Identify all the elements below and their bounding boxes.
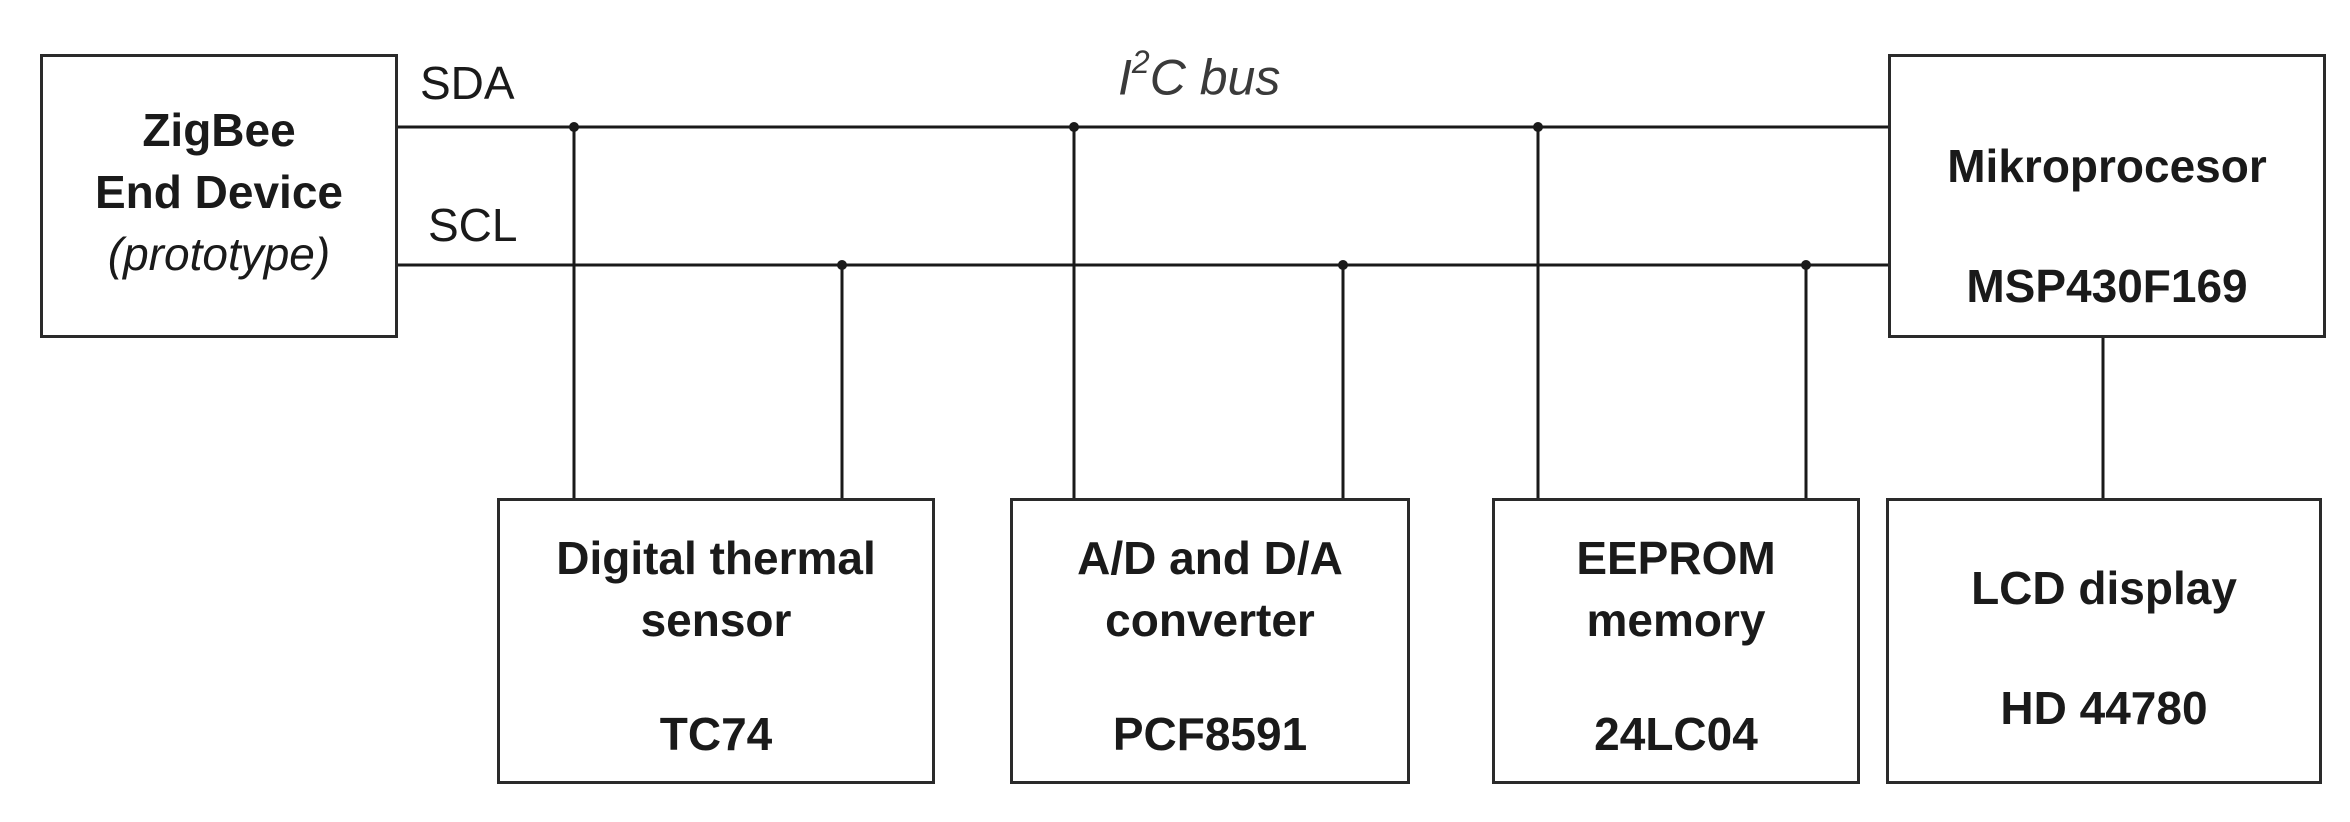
junction-dot [1801,260,1811,270]
zigbee-note: (prototype) [107,228,331,280]
adda-converter-box: A/D and D/A converter PCF8591 [1010,498,1410,784]
adda-subtitle: converter [1105,594,1315,646]
zigbee-subtitle: End Device [95,166,343,218]
eeprom-part: 24LC04 [1594,708,1758,760]
eeprom-subtitle: memory [1586,594,1766,646]
mcu-part: MSP430F169 [1966,260,2248,312]
junction-dot [1338,260,1348,270]
junction-dot [1069,122,1079,132]
adda-title: A/D and D/A [1077,532,1343,584]
thermal-part: TC74 [659,708,773,760]
junction-dot [1533,122,1543,132]
thermal-subtitle: sensor [640,594,792,646]
bus-label-superscript: 2 [1131,44,1150,80]
eeprom-title: EEPROM [1576,532,1776,584]
lcd-display-box: LCD display HD 44780 [1886,498,2322,784]
thermal-sensor-box: Digital thermal sensor TC74 [497,498,935,784]
junction-dot [569,122,579,132]
zigbee-end-device-box: ZigBee End Device (prototype) [40,54,398,338]
bus-label-rest: C bus [1149,49,1281,106]
i2c-bus-label: I2C bus [1118,36,1280,108]
bus-label-base: I [1118,49,1132,106]
eeprom-memory-box: EEPROM memory 24LC04 [1492,498,1860,784]
sda-label: SDA [420,57,515,109]
junction-dot [837,260,847,270]
lcd-part: HD 44780 [2000,682,2208,734]
mcu-title: Mikroprocesor [1947,140,2267,192]
thermal-title: Digital thermal [556,532,876,584]
zigbee-title: ZigBee [142,104,296,156]
adda-part: PCF8591 [1112,708,1308,760]
microprocessor-box: Mikroprocesor MSP430F169 [1888,54,2326,338]
scl-label: SCL [428,199,518,251]
lcd-title: LCD display [1971,562,2237,614]
